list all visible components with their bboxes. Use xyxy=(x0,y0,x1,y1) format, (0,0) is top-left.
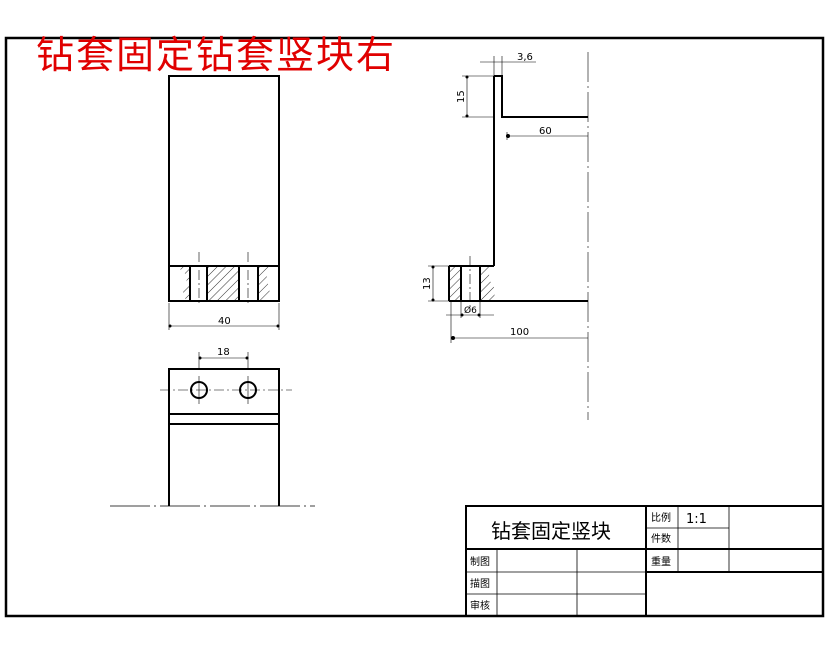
quantity-label: 件数 xyxy=(651,532,671,545)
traced-label: 描图 xyxy=(470,577,490,590)
weight-label: 重量 xyxy=(651,555,671,568)
scale-value: 1:1 xyxy=(686,512,707,527)
dim-hole-spacing-18: 18 xyxy=(217,347,230,358)
front-section-hatch-right xyxy=(258,267,272,300)
front-view-outline xyxy=(168,75,280,302)
dim-hole-dia-6: Ø6 xyxy=(464,305,477,316)
front-view: 40 xyxy=(168,75,280,330)
scale-label: 比例 xyxy=(651,511,671,524)
side-view: 3,6 15 60 13 Ø6 xyxy=(422,52,589,420)
title-block: 钻套固定竖块 比例 1:1 件数 重量 制图 描图 审核 xyxy=(465,505,824,617)
dim-thickness-3-6: 3,6 xyxy=(517,52,533,63)
dim-top-length-60: 60 xyxy=(539,126,552,137)
dim-top-height-15: 15 xyxy=(456,90,467,103)
checked-label: 审核 xyxy=(470,599,490,612)
part-name: 钻套固定竖块 xyxy=(491,519,611,543)
title-block-frame xyxy=(465,505,824,617)
banner-title: 钻套固定钻套竖块右 xyxy=(36,33,397,77)
dim-base-length-100: 100 xyxy=(510,327,529,338)
front-section-hatch-left xyxy=(176,267,190,300)
front-section-hatch xyxy=(207,267,239,300)
drawn-label: 制图 xyxy=(470,555,490,568)
dim-bottom-height-13: 13 xyxy=(422,277,433,290)
dim-width-40: 40 xyxy=(218,316,231,327)
top-view-outline xyxy=(168,368,280,415)
sheet-border xyxy=(4,36,825,618)
top-view: 18 xyxy=(110,347,315,507)
